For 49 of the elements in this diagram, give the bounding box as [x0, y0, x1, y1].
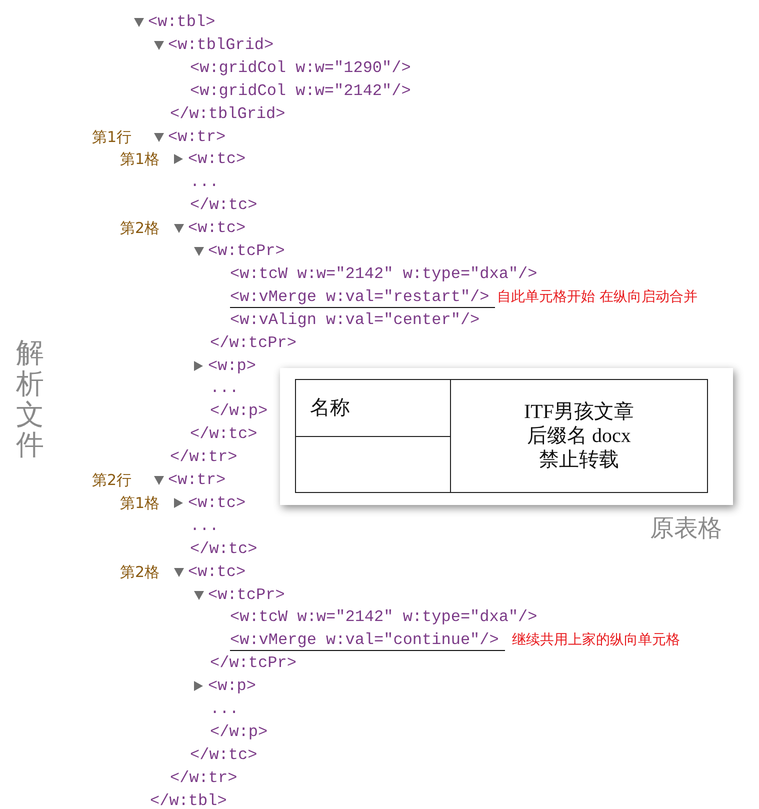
xml-code-line: <w:tcPr> [208, 241, 285, 261]
xml-code-line: </w:tc> [190, 538, 258, 559]
xml-code-line: </w:tcPr> [210, 653, 296, 674]
row-annotation: 第2行 [92, 470, 132, 490]
table-cell-text: 后缀名 docx [527, 424, 631, 448]
xml-code-line: <w:tc> [188, 492, 246, 513]
xml-code-line: </w:tc> [190, 744, 258, 765]
xml-code-line: ... [210, 699, 239, 719]
xml-code-line: </w:tr> [170, 447, 238, 468]
xml-code-line: <w:tcW w:w="2142" w:type="dxa"/> [230, 264, 538, 284]
xml-code-line: <w:tc> [188, 218, 246, 238]
annotation-text: 继续共用上家的纵向单元格 [512, 631, 680, 650]
xml-code-line: <w:tc> [188, 149, 246, 170]
xml-code-line: </w:tcPr> [210, 332, 296, 353]
xml-code-line: </w:p> [210, 722, 268, 742]
xml-code-line: <w:tcW w:w="2142" w:type="dxa"/> [230, 607, 538, 628]
xml-code-line: <w:p> [208, 356, 256, 376]
xml-code-line: ... [190, 172, 219, 192]
xml-code-line: </w:tr> [170, 768, 238, 788]
xml-code-line: <w:tbl> [148, 12, 216, 32]
xml-code-line: <w:p> [208, 676, 256, 696]
xml-code-line: <w:tc> [188, 562, 246, 582]
xml-code-line: ... [210, 378, 239, 398]
xml-code-line: <w:gridCol w:w="2142"/> [190, 80, 411, 101]
xml-code-line: <w:tr> [168, 126, 226, 146]
xml-code-line: </w:p> [210, 401, 268, 422]
row-annotation: 第2格 [120, 218, 160, 238]
table-caption: 原表格 [650, 513, 722, 544]
xml-code-line: </w:tbl> [150, 790, 227, 809]
row-annotation: 第1格 [120, 492, 160, 513]
row-annotation: 第2格 [120, 562, 160, 582]
xml-code-line: <w:gridCol w:w="1290"/> [190, 58, 411, 78]
xml-code-line: </w:tc> [190, 424, 258, 444]
xml-code-line: <w:tr> [168, 470, 226, 490]
row-annotation: 第1行 [92, 126, 132, 146]
table-cell-text: ITF男孩文章 [524, 400, 634, 424]
annotation-text: 自此单元格开始 在纵向启动合并 [497, 288, 698, 307]
table-cell-text: 禁止转载 [539, 448, 619, 472]
row-annotation: 第1格 [120, 149, 160, 170]
table-cell-text: 名称 [309, 396, 351, 421]
xml-code-line: </w:tblGrid> [170, 104, 286, 124]
xml-code-line: <w:tblGrid> [168, 34, 274, 55]
side-label: 解析文件 [16, 338, 44, 462]
xml-code-line: <w:vMerge w:val="continue"/> [230, 630, 505, 652]
xml-code-line: </w:tc> [190, 195, 258, 216]
xml-code-line: ... [190, 516, 219, 536]
xml-code-line: <w:tcPr> [208, 584, 285, 604]
xml-code-line: <w:vAlign w:val="center"/> [230, 310, 480, 330]
xml-code-line: <w:vMerge w:val="restart"/> [230, 286, 496, 308]
